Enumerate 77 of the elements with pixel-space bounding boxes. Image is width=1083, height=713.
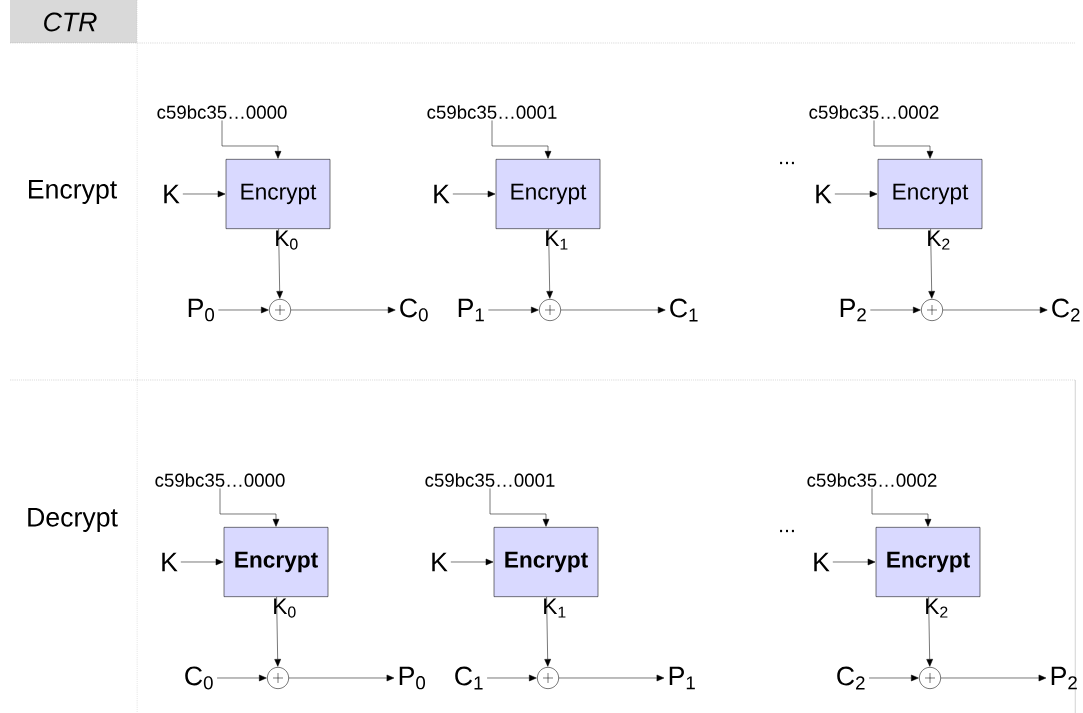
encrypt-box: Encrypt	[225, 159, 331, 229]
counter-value: c59bc35…0002	[809, 105, 939, 119]
counter-value: c59bc35…0000	[155, 473, 285, 487]
edge-label: K$_{0}$	[274, 598, 296, 618]
variable-label: P$_{1}$	[458, 298, 484, 322]
edge-label: K$_{1}$	[544, 598, 566, 618]
row-label: Decrypt	[28, 508, 118, 532]
variable-label: K	[164, 184, 180, 204]
encrypt-box: Encrypt	[877, 159, 983, 229]
encrypt-box: Encrypt	[875, 527, 981, 597]
arrow	[288, 674, 395, 682]
encrypt-box: Encrypt	[493, 527, 599, 597]
variable-label: K	[434, 184, 450, 204]
variable-label: C$_{2}$	[1052, 298, 1080, 322]
arrow	[546, 228, 553, 299]
variable-label: C$_{1}$	[455, 666, 483, 690]
variable-label: K	[162, 552, 178, 572]
arrow	[276, 228, 283, 299]
xor-symbol	[919, 667, 941, 689]
variable-label: K	[816, 184, 832, 204]
arrow	[560, 306, 666, 314]
arrow	[834, 190, 878, 198]
edge-label: K$_{0}$	[276, 230, 298, 250]
arrow	[452, 190, 496, 198]
elbow-arrow	[489, 488, 550, 527]
variable-label: C$_{0}$	[400, 298, 428, 322]
arrow	[926, 596, 933, 667]
arrow	[180, 558, 224, 566]
arrow	[290, 306, 396, 314]
arrow	[218, 306, 269, 314]
elbow-arrow	[219, 488, 280, 527]
counter-value: c59bc35…0001	[427, 105, 557, 119]
arrow	[928, 228, 935, 299]
encrypt-box: Encrypt	[495, 159, 601, 229]
xor-symbol	[267, 667, 289, 689]
variable-label: C$_{0}$	[185, 666, 213, 690]
variable-label: P$_{2}$	[840, 298, 866, 322]
counter-value: c59bc35…0002	[807, 473, 937, 487]
elbow-arrow	[871, 488, 932, 527]
xor-symbol	[921, 299, 943, 321]
variable-label: C$_{2}$	[837, 666, 865, 690]
ellipsis: ...	[780, 529, 794, 533]
variable-label: P$_{0}$	[399, 666, 426, 690]
variable-label: C$_{1}$	[670, 298, 698, 322]
elbow-arrow	[221, 120, 282, 159]
arrow	[486, 674, 537, 682]
variable-label: P$_{0}$	[188, 298, 215, 322]
arrow	[868, 674, 919, 682]
xor-symbol	[537, 667, 559, 689]
xor-symbol	[539, 299, 561, 321]
arrow	[544, 596, 551, 667]
arrow	[450, 558, 494, 566]
arrow	[940, 674, 1047, 682]
edge-label: K$_{2}$	[926, 598, 948, 618]
arrow	[274, 596, 281, 667]
xor-symbol	[269, 299, 291, 321]
variable-label: K	[432, 552, 448, 572]
edge-label: K$_{1}$	[546, 230, 568, 250]
ellipsis: ...	[780, 161, 794, 165]
arrow	[558, 674, 665, 682]
counter-value: c59bc35…0001	[425, 473, 555, 487]
arrow	[942, 306, 1048, 314]
variable-label: P$_{2}$	[1051, 666, 1077, 690]
elbow-arrow	[491, 120, 552, 159]
title-tab: CTR	[10, 0, 137, 43]
variable-label: P$_{1}$	[669, 666, 695, 690]
variable-label: K	[814, 552, 830, 572]
row-label: Encrypt	[29, 180, 117, 204]
arrow	[832, 558, 876, 566]
arrow	[870, 306, 921, 314]
elbow-arrow	[873, 120, 934, 159]
edge-label: K$_{2}$	[928, 230, 950, 250]
encrypt-box: Encrypt	[223, 527, 329, 597]
arrow	[182, 190, 226, 198]
arrow	[488, 306, 539, 314]
arrow	[216, 674, 267, 682]
counter-value: c59bc35…0000	[157, 105, 287, 119]
